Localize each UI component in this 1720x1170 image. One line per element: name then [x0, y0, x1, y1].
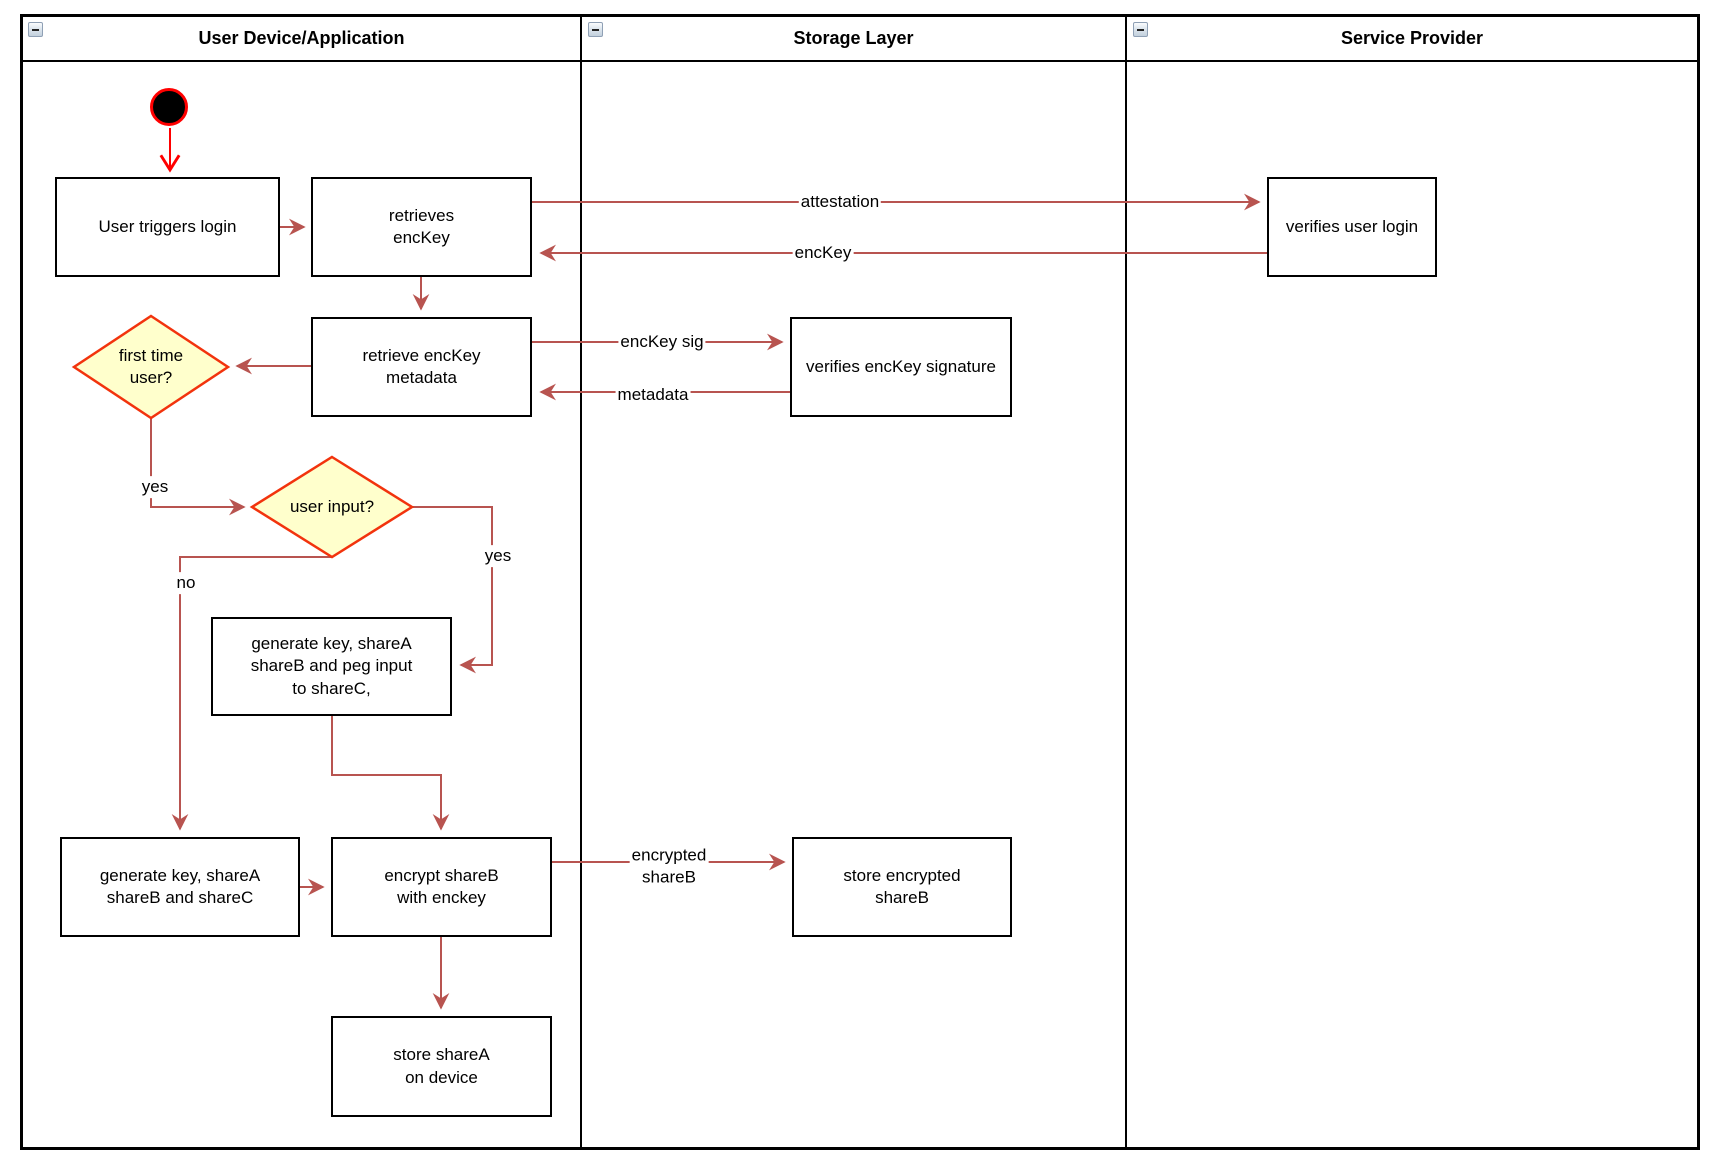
edge-yes-to-user-input[interactable] — [150, 418, 246, 516]
lane-header-storage-layer[interactable]: Storage Layer — [582, 17, 1125, 62]
node-verifies-user-login[interactable]: verifies user login — [1267, 177, 1437, 277]
node-store-encrypted-shareb[interactable]: store encrypted shareB — [792, 837, 1012, 937]
node-label: verifies user login — [1285, 216, 1419, 236]
decision-label-first-time-user: first time user? — [118, 345, 184, 387]
node-label: User triggers login — [98, 216, 237, 236]
decision-label-user-input: user input? — [289, 496, 375, 516]
minus-icon — [1137, 28, 1144, 31]
node-label: verifies encKey signature — [806, 356, 996, 376]
edge-yes-to-generate-peg[interactable] — [412, 506, 493, 674]
node-store-sharea-on-device[interactable]: store shareA on device — [331, 1016, 552, 1117]
collapse-icon[interactable] — [588, 22, 603, 37]
minus-icon — [592, 28, 599, 31]
lane-header-user-device[interactable]: User Device/Application — [23, 17, 580, 62]
edge-label-enckey-sig[interactable]: encKey sig — [618, 331, 706, 353]
node-label: retrieve encKey metadata — [362, 345, 481, 387]
lane-title-user-device: User Device/Application — [198, 28, 405, 48]
node-generate-key-peg-input[interactable]: generate key, shareA shareB and peg inpu… — [211, 617, 452, 716]
node-label: generate key, shareA shareB and shareC — [99, 865, 261, 907]
node-encrypt-shareb[interactable]: encrypt shareB with enckey — [331, 837, 552, 937]
node-generate-key-sharec[interactable]: generate key, shareA shareB and shareC — [60, 837, 300, 937]
edge-label-attestation[interactable]: attestation — [798, 191, 882, 213]
swimlane-pool: User Device/Application Storage Layer Se… — [20, 14, 1700, 1150]
node-label: generate key, shareA shareB and peg inpu… — [250, 633, 413, 698]
edge-label-no-user-input[interactable]: no — [174, 572, 198, 594]
collapse-icon[interactable] — [1133, 22, 1148, 37]
edge-no-to-generate-abc[interactable] — [171, 556, 332, 831]
swimlane-user-device: User Device/Application — [23, 17, 580, 1147]
decision-first-time-user[interactable] — [71, 314, 231, 420]
lane-title-storage-layer: Storage Layer — [793, 28, 914, 48]
node-label: store shareA on device — [393, 1045, 490, 1087]
edge-label-enckey[interactable]: encKey — [792, 242, 854, 264]
node-retrieves-enckey[interactable]: retrieves encKey — [311, 177, 532, 277]
node-retrieve-enckey-metadata[interactable]: retrieve encKey metadata — [311, 317, 532, 417]
swimlane-storage-layer: Storage Layer — [580, 17, 1125, 1147]
node-label: retrieves encKey — [388, 205, 455, 247]
minus-icon — [32, 28, 39, 31]
edge-generate-peg-to-encrypt[interactable] — [331, 716, 450, 831]
lane-header-service-provider[interactable]: Service Provider — [1127, 17, 1697, 62]
swimlane-service-provider: Service Provider — [1125, 17, 1697, 1147]
edge-label-yes-first-time[interactable]: yes — [139, 476, 171, 498]
collapse-icon[interactable] — [28, 22, 43, 37]
node-user-triggers-login[interactable]: User triggers login — [55, 177, 280, 277]
start-node[interactable] — [150, 88, 188, 126]
edge-label-yes-user-input[interactable]: yes — [482, 545, 514, 567]
edge-label-encrypted-shareb[interactable]: encrypted shareB — [629, 844, 709, 888]
node-label: store encrypted shareB — [843, 865, 961, 907]
node-label: encrypt shareB with enckey — [384, 865, 499, 907]
edge-label-metadata[interactable]: metadata — [615, 384, 691, 406]
decision-user-input[interactable] — [249, 455, 415, 559]
node-verifies-enckey-signature[interactable]: verifies encKey signature — [790, 317, 1012, 417]
lane-title-service-provider: Service Provider — [1340, 28, 1484, 48]
